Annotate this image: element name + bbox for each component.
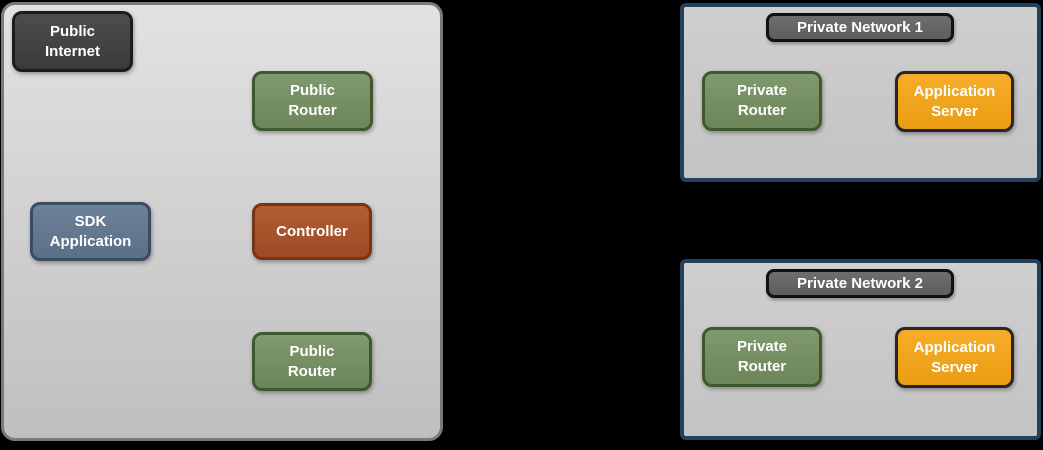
node-private-router-1: Private Router <box>702 71 822 131</box>
public-internet-zone: Public Internet Public Router SDK Applic… <box>1 2 443 441</box>
node-application-server-2: Application Server <box>895 327 1014 388</box>
private-network-1-label: Private Network 1 <box>766 13 954 42</box>
node-sdk-application: SDK Application <box>30 202 151 261</box>
private-network-1: Private Network 1 Private Router Applica… <box>680 3 1041 182</box>
node-private-router-2: Private Router <box>702 327 822 387</box>
private-network-2-label: Private Network 2 <box>766 269 954 298</box>
node-application-server-1: Application Server <box>895 71 1014 132</box>
node-public-router-bottom: Public Router <box>252 332 372 391</box>
node-public-router-top: Public Router <box>252 71 373 131</box>
private-network-2: Private Network 2 Private Router Applica… <box>680 259 1041 440</box>
node-controller: Controller <box>252 203 372 260</box>
node-public-internet: Public Internet <box>12 11 133 72</box>
